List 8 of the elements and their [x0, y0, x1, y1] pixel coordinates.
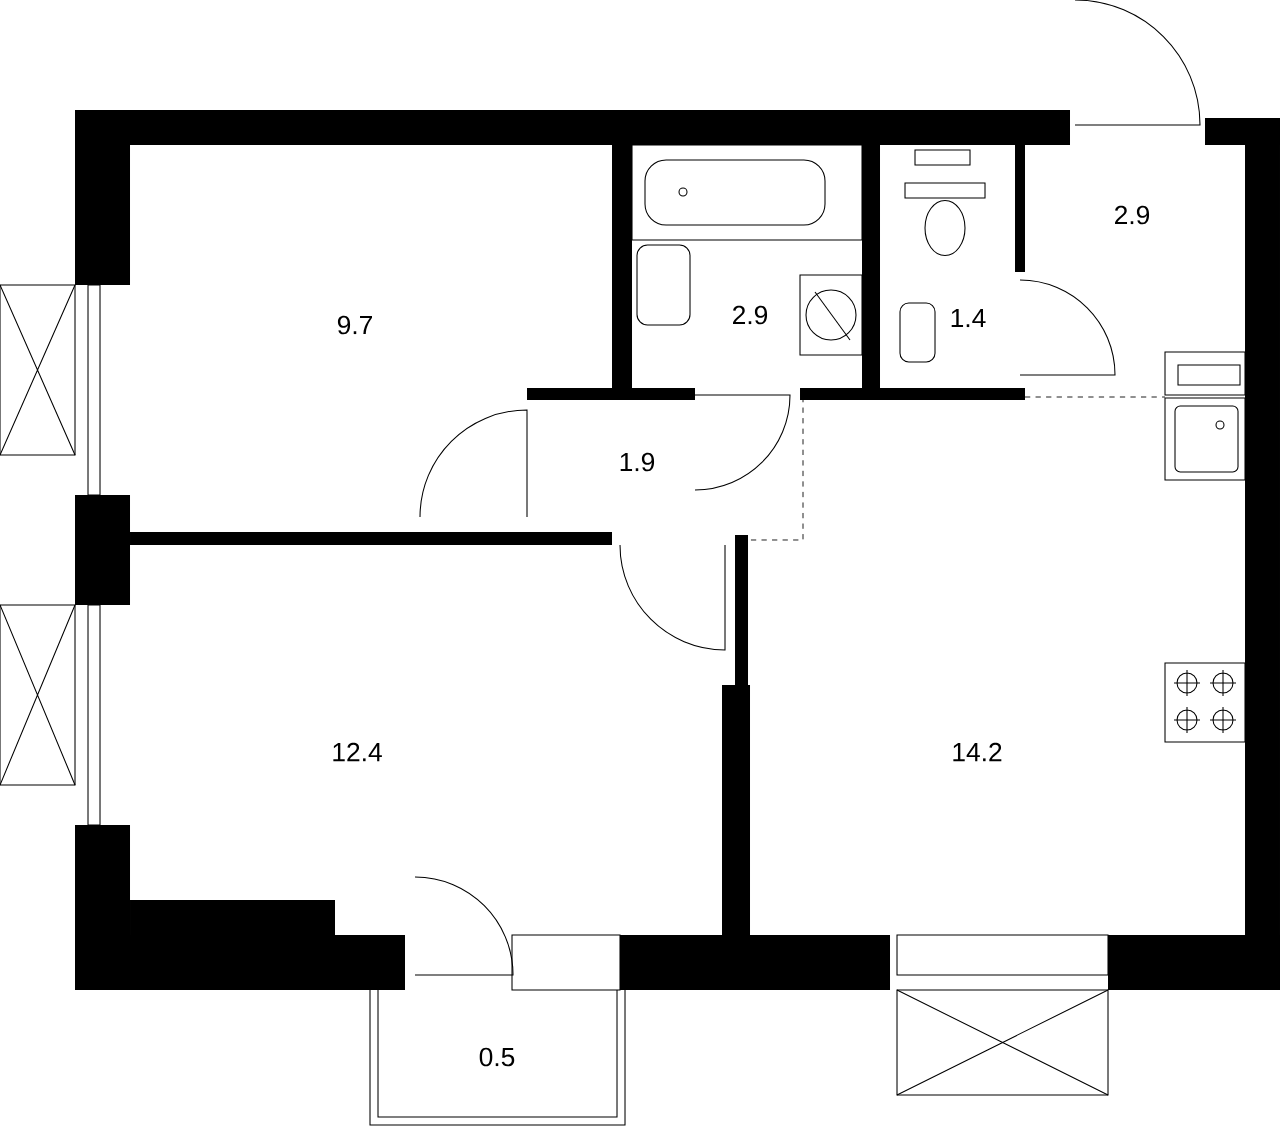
area-label: 12.4 [333, 742, 382, 762]
area-label: 2.9 [733, 305, 768, 325]
area-label: 1.4 [951, 308, 986, 328]
area-label: 1.9 [620, 452, 655, 472]
area-label: 14.2 [953, 742, 1002, 762]
area-label: 2.9 [1115, 205, 1150, 225]
area-label: 0.5 [479, 1047, 515, 1067]
area-label: 9.7 [337, 315, 372, 335]
